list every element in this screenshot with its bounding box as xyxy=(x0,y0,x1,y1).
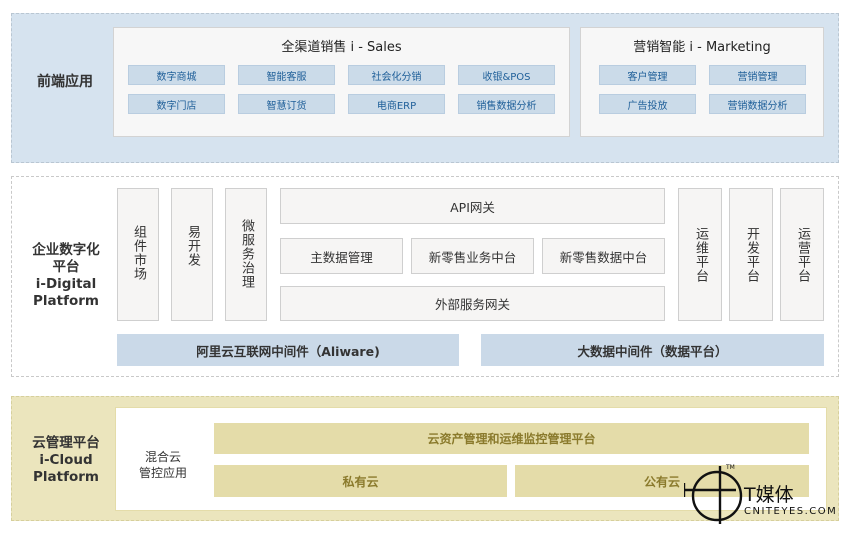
platform-left-column[interactable]: 微服务治理 xyxy=(225,188,267,321)
bigdata-bar[interactable]: 大数据中间件（数据平台） xyxy=(481,334,824,366)
business-middle-box[interactable]: 新零售业务中台 xyxy=(411,238,534,274)
data-middle-box[interactable]: 新零售数据中台 xyxy=(542,238,665,274)
hybrid-cloud-label: 混合云管控应用 xyxy=(138,450,187,480)
watermark-logo-icon xyxy=(682,466,743,524)
platform-right-column[interactable]: 运营平台 xyxy=(780,188,824,321)
platform-left-column[interactable]: 组件市场 xyxy=(117,188,159,321)
external-gateway-box[interactable]: 外部服务网关 xyxy=(280,286,665,321)
sales-item[interactable]: 数字门店 xyxy=(128,94,225,114)
sales-title: 全渠道销售 i - Sales xyxy=(281,40,402,55)
platform-left-column[interactable]: 易开发 xyxy=(171,188,213,321)
watermark-site: CNITEYES.COM xyxy=(744,506,838,517)
cloud-asset-bar[interactable]: 云资产管理和运维监控管理平台 xyxy=(214,423,809,454)
marketing-item[interactable]: 营销管理 xyxy=(709,65,806,85)
platform-right-column[interactable]: 运维平台 xyxy=(678,188,722,321)
sales-item[interactable]: 电商ERP xyxy=(348,94,445,114)
sales-item[interactable]: 数字商城 xyxy=(128,65,225,85)
api-gateway-box[interactable]: API网关 xyxy=(280,188,665,224)
marketing-item[interactable]: 营销数据分析 xyxy=(709,94,806,114)
marketing-item[interactable]: 广告投放 xyxy=(599,94,696,114)
master-data-box[interactable]: 主数据管理 xyxy=(280,238,403,274)
sales-item[interactable]: 销售数据分析 xyxy=(458,94,555,114)
platform-right-column[interactable]: 开发平台 xyxy=(729,188,773,321)
watermark-tm: TM xyxy=(726,464,735,471)
watermark-brand: T媒体 xyxy=(744,484,794,506)
aliware-bar[interactable]: 阿里云互联网中间件（Aliware) xyxy=(117,334,459,366)
frontend-label: 前端应用 xyxy=(37,74,93,90)
private-cloud-bar[interactable]: 私有云 xyxy=(214,465,507,497)
marketing-item[interactable]: 客户管理 xyxy=(599,65,696,85)
sales-item[interactable]: 收银&POS xyxy=(458,65,555,85)
sales-item[interactable]: 智慧订货 xyxy=(238,94,335,114)
sales-item[interactable]: 社会化分销 xyxy=(348,65,445,85)
marketing-title: 营销智能 i - Marketing xyxy=(633,40,771,55)
public-cloud-bar[interactable]: 公有云 xyxy=(515,465,809,497)
sales-item[interactable]: 智能客服 xyxy=(238,65,335,85)
watermark-logo: TM T媒体 CNITEYES.COM xyxy=(682,462,854,532)
